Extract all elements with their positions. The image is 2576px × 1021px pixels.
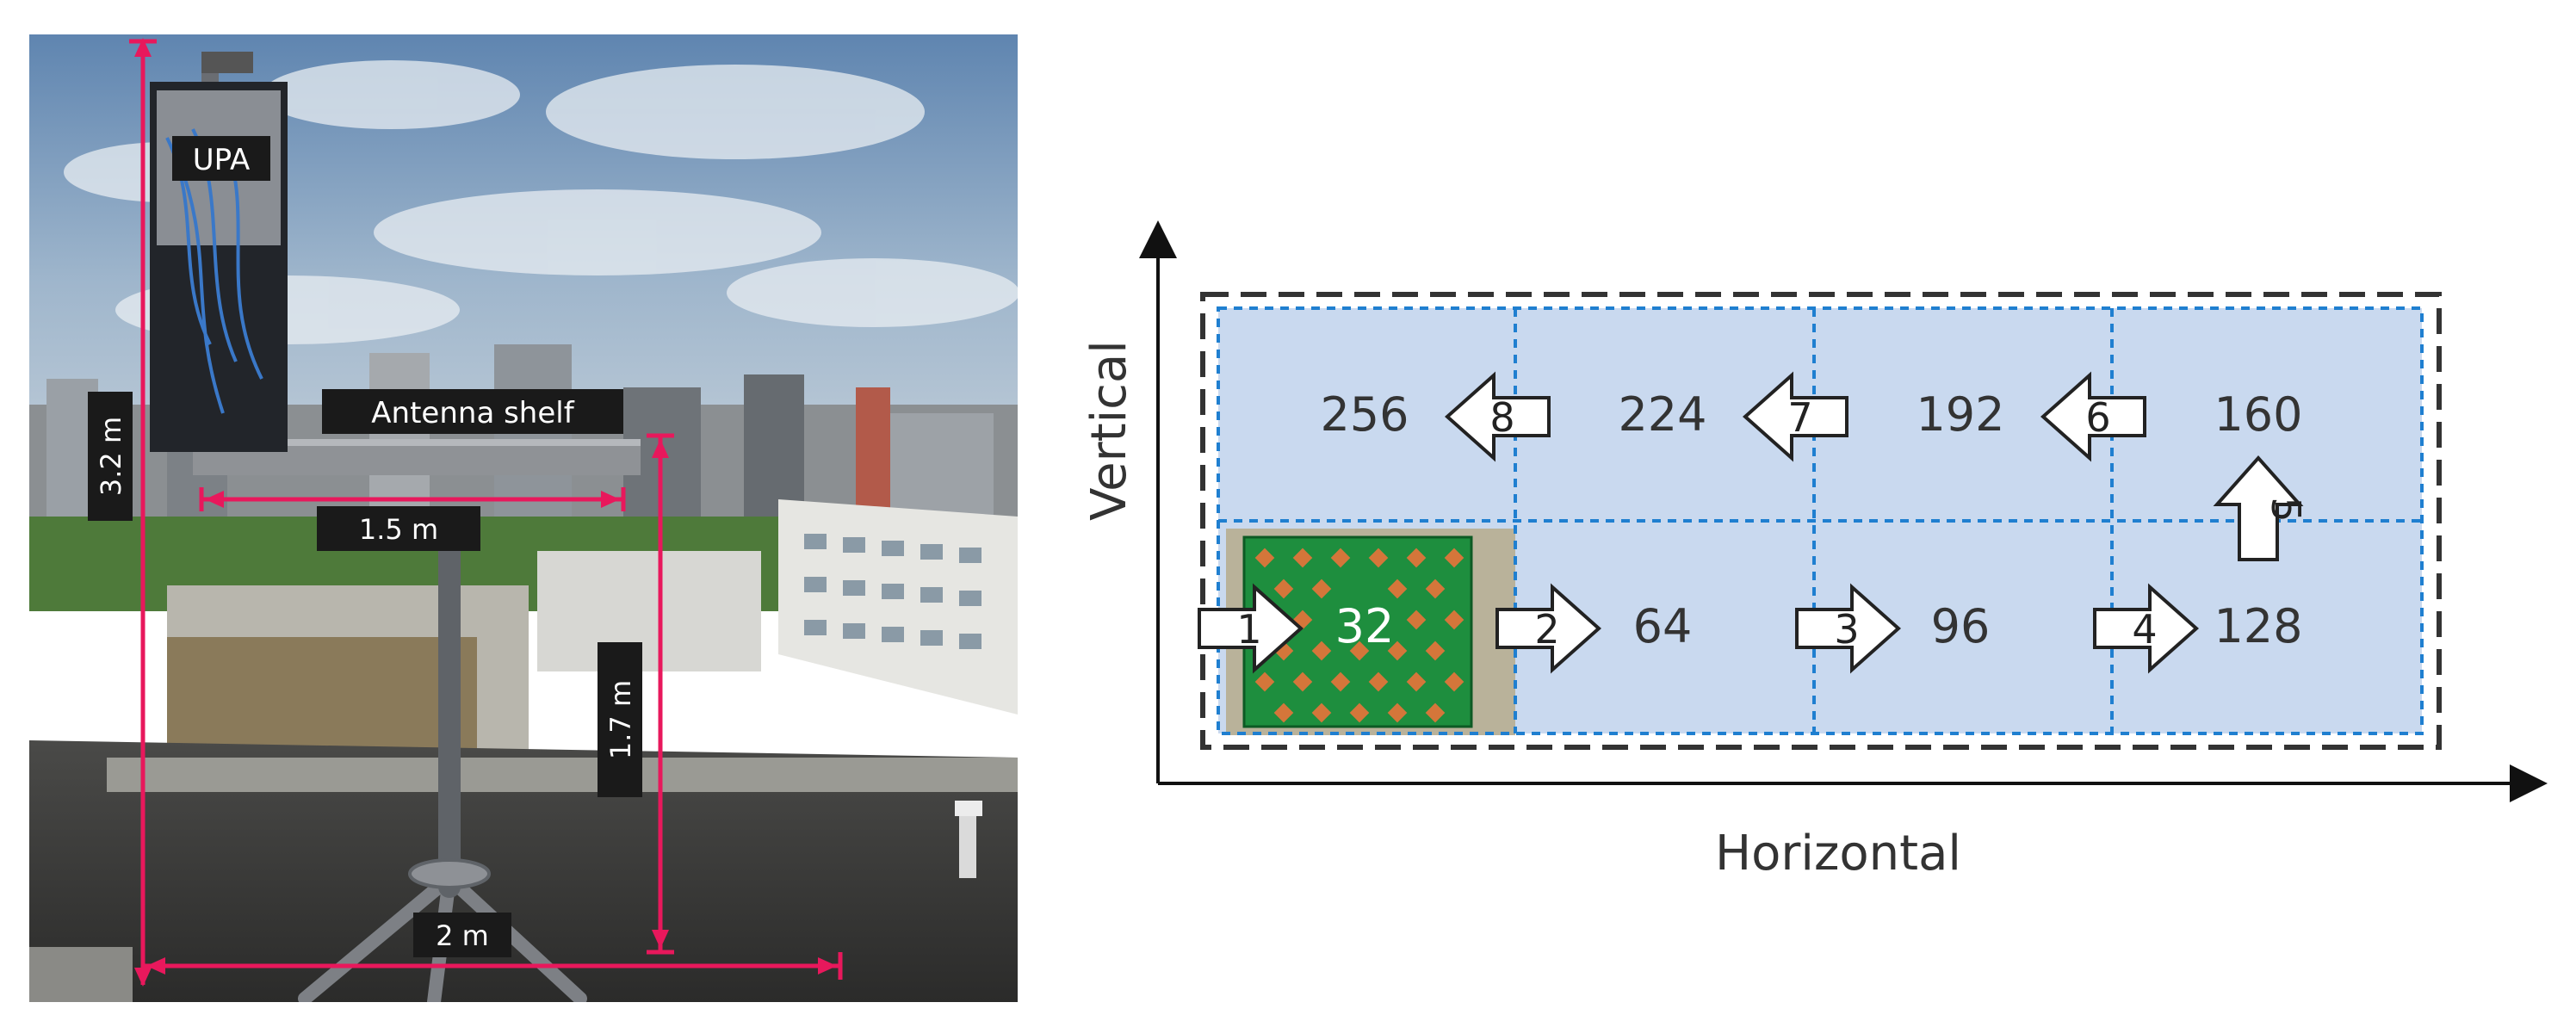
step-label-4: 4 xyxy=(2132,606,2157,653)
outer-boundary xyxy=(1200,292,2442,750)
step-label-6: 6 xyxy=(2085,394,2110,441)
roof-pipe xyxy=(955,801,982,878)
antenna-shelf-edge xyxy=(193,439,641,446)
rooftop-photo: UPA Antenna shelf 1.5 m 3.2 m 1.7 m 2 m xyxy=(29,34,1018,1002)
cell-value-32: 32 xyxy=(1335,599,1395,653)
cell-value-64: 64 xyxy=(1633,599,1693,653)
cell-value-224: 224 xyxy=(1618,387,1706,442)
step-label-5: 5 xyxy=(2263,497,2309,522)
label-base-width-text: 2 m xyxy=(436,919,489,952)
cell-value-96: 96 xyxy=(1931,599,1991,653)
dimension-arrowheads xyxy=(134,38,837,987)
photo-illustration: UPA Antenna shelf 1.5 m 3.2 m 1.7 m 2 m xyxy=(29,34,1018,1002)
label-shelf-width: 1.5 m xyxy=(317,506,480,551)
y-axis-label: Vertical xyxy=(1081,340,1137,521)
roof xyxy=(29,740,1018,1002)
dimension-lines xyxy=(129,39,843,985)
label-shelf-height-text: 1.7 m xyxy=(604,680,637,759)
step-label-1: 1 xyxy=(1236,606,1261,653)
scan-diagram-svg: Vertical Horizontal xyxy=(1081,220,2548,882)
cell-value-192: 192 xyxy=(1916,387,2004,442)
step-arrow-3: 3 xyxy=(1795,583,1902,674)
step-label-8: 8 xyxy=(1489,394,1514,441)
step-arrow-2: 2 xyxy=(1495,583,1602,674)
step-arrow-5: 5 xyxy=(2213,455,2309,561)
scan-diagram: Vertical Horizontal xyxy=(1055,215,2570,895)
x-axis-label: Horizontal xyxy=(1715,826,1961,882)
cell-value-256: 256 xyxy=(1320,387,1409,442)
cell-value-160: 160 xyxy=(2214,387,2302,442)
step-arrow-6: 6 xyxy=(2040,371,2146,462)
label-upa-text: UPA xyxy=(193,143,250,177)
right-building xyxy=(778,499,1018,715)
cell-value-128: 128 xyxy=(2214,599,2302,653)
roof-parapet xyxy=(107,758,1018,792)
antenna-mount xyxy=(298,531,587,1002)
label-shelf-width-text: 1.5 m xyxy=(359,513,438,546)
middle-building xyxy=(167,551,761,775)
roof-block xyxy=(29,947,133,1002)
label-antenna-shelf: Antenna shelf xyxy=(322,389,623,434)
step-arrow-1: 1 xyxy=(1198,583,1304,674)
step-arrow-7: 7 xyxy=(1742,371,1848,462)
step-arrow-4: 4 xyxy=(2093,583,2200,674)
label-total-height-text: 3.2 m xyxy=(95,417,127,496)
label-upa: UPA xyxy=(172,136,270,181)
step-arrow-8: 8 xyxy=(1444,371,1551,462)
step-label-2: 2 xyxy=(1534,606,1559,653)
step-label-7: 7 xyxy=(1787,394,1812,441)
grid-lines xyxy=(1217,306,2424,735)
label-base-width: 2 m xyxy=(413,913,511,957)
label-shelf-height: 1.7 m xyxy=(598,642,642,797)
step-label-3: 3 xyxy=(1834,606,1859,653)
upa-antenna xyxy=(150,52,288,452)
label-total-height: 3.2 m xyxy=(88,392,133,521)
label-antenna-shelf-text: Antenna shelf xyxy=(371,396,574,430)
